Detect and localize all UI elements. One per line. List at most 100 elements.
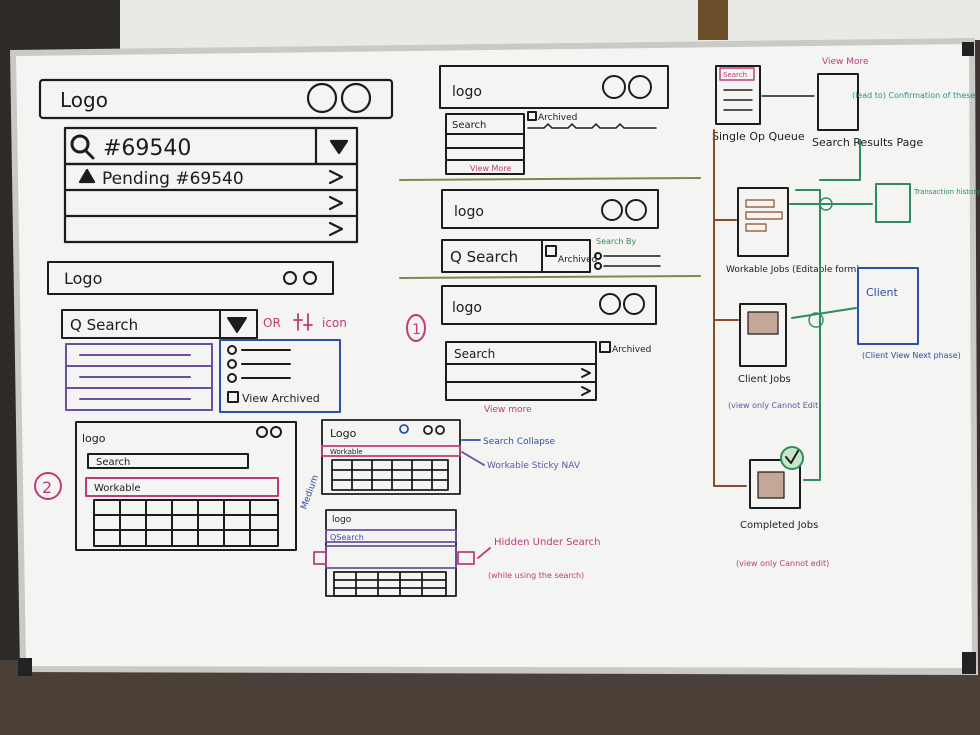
frame-corner-bl [18, 658, 32, 676]
s6-logo: logo [454, 204, 484, 220]
flow-transaction-box [875, 183, 911, 223]
flow-diagram: Search Single Op Queue Search Results Pa… [712, 57, 980, 568]
s3-annotation: 2 [42, 478, 52, 497]
s6-archived-checkbox [545, 245, 557, 257]
frame-corner-tr [962, 42, 974, 56]
s1-avatar-icon [306, 82, 338, 114]
flow-completed-box [749, 459, 801, 509]
flow-view-more: View More [822, 57, 869, 67]
flow-completed-note: (view only Cannot edit) [736, 559, 829, 568]
flow-search-results: Search Results Page [812, 136, 923, 149]
s4-side-tab-left [313, 551, 327, 565]
s4-search-b: QSearch [330, 533, 364, 542]
flow-client-jobs-note: (view only Cannot Edit) [728, 401, 821, 410]
s4-workable-sticky: Workable Sticky NAV [487, 461, 581, 471]
s2-icon-note: icon [322, 316, 347, 330]
s2-header-box [47, 261, 334, 295]
s1-menu-icon [340, 82, 372, 114]
s3-logo: logo [82, 432, 106, 445]
flow-workable-box [737, 187, 789, 257]
s2-menu-icon [303, 271, 317, 285]
flow-check-icon [780, 446, 804, 470]
s1-warning-icon [78, 168, 96, 184]
s1-header-box [38, 78, 394, 120]
s7-view-more: View more [484, 405, 532, 415]
s1-search-icon [70, 134, 90, 154]
s5-archived: Archived [538, 113, 577, 123]
s7-archived: Archived [612, 345, 651, 355]
flow-connector-right [795, 189, 821, 481]
s3-number-circle [34, 472, 62, 500]
s4-workable-bar [321, 445, 461, 457]
s7-header-box [441, 285, 657, 325]
s2-results-box [65, 343, 213, 411]
s5-archived-checkbox [527, 111, 537, 121]
s5-view-more: View More [470, 164, 511, 173]
s5-search: Search [452, 120, 486, 131]
flow-client-box [857, 267, 919, 345]
s6-search-box [441, 239, 591, 273]
s2-dropdown-icon [227, 317, 247, 333]
sketch-6: logo Q Search Archived Search By [399, 189, 701, 279]
s2-search-box [61, 309, 258, 339]
s4-grid-a [331, 459, 449, 491]
s2-or-note: OR [263, 316, 281, 330]
s4-grid-b [333, 571, 447, 597]
s2-archived-checkbox [227, 391, 239, 403]
board-surface [16, 44, 972, 668]
s4-workable: Workable [330, 448, 363, 456]
flow-client-view: (Client View Next phase) [862, 351, 961, 360]
flow-client: Client [866, 286, 899, 299]
s6-archived: Archived [558, 255, 597, 265]
s4-search-bar-b [325, 529, 457, 543]
flow-connector-completed [713, 299, 747, 487]
s2-search: Q Search [70, 316, 138, 334]
flow-lead-to: (lead to) Confirmation of these [852, 91, 975, 100]
s4-search-collapse: Search Collapse [483, 437, 555, 447]
s4-frame-a [321, 419, 461, 495]
s3-workable-bar [85, 477, 279, 497]
s3-workable: Workable [94, 483, 141, 494]
s3-search-box [87, 453, 249, 469]
s7-search: Search [454, 347, 495, 361]
s3-grid [93, 499, 279, 547]
s4-logo: Logo [330, 427, 357, 440]
s7-number-circle [406, 314, 426, 342]
flow-completed: Completed Jobs [740, 520, 818, 531]
s2-avatar-icon [283, 271, 297, 285]
s5-logo: logo [452, 84, 482, 100]
flow-search-tag-text: Search [723, 71, 747, 79]
s3-frame [75, 421, 297, 551]
flow-client-jobs-box [739, 303, 787, 367]
frame-corner-br [962, 652, 976, 674]
s7-annotation: 1 [412, 322, 421, 338]
s4-hidden-note: Hidden Under Search [494, 537, 600, 548]
s5-header-box [439, 65, 669, 109]
s6-search: Q Search [450, 248, 518, 266]
flow-client-jobs: Client Jobs [738, 374, 791, 385]
s7-search-panel [445, 341, 597, 401]
s2-logo: Logo [64, 269, 102, 288]
s1-pending-label: Pending #69540 [102, 169, 244, 189]
s1-logo: Logo [60, 88, 108, 112]
s7-archived-checkbox [599, 341, 611, 353]
s4-while-using: (while using the search) [488, 571, 584, 580]
s3-search: Search [96, 457, 130, 468]
s6-search-by: Search By [596, 237, 637, 246]
s7-logo: logo [452, 300, 482, 316]
sketch-2: Logo Q Search OR icon View Archived [47, 261, 347, 413]
flow-search-tag [719, 67, 755, 81]
s4-side-tab-right [457, 551, 475, 565]
sketch-3: logo Search Workable 2 [34, 421, 297, 551]
sketch-7: logo Search Archived View more 1 [406, 285, 657, 415]
sketch-1: Logo #69540 Pending #69540 [38, 78, 394, 244]
s6-header-box [441, 189, 659, 229]
flow-transaction: Transaction history [913, 188, 980, 196]
s1-search-value: #69540 [103, 136, 191, 161]
s2-filter-panel [219, 339, 341, 413]
flow-single-queue: Single Op Queue [712, 130, 805, 143]
flow-queue-box [715, 65, 761, 125]
s5-search-panel [445, 113, 525, 175]
door-frame [698, 0, 728, 40]
